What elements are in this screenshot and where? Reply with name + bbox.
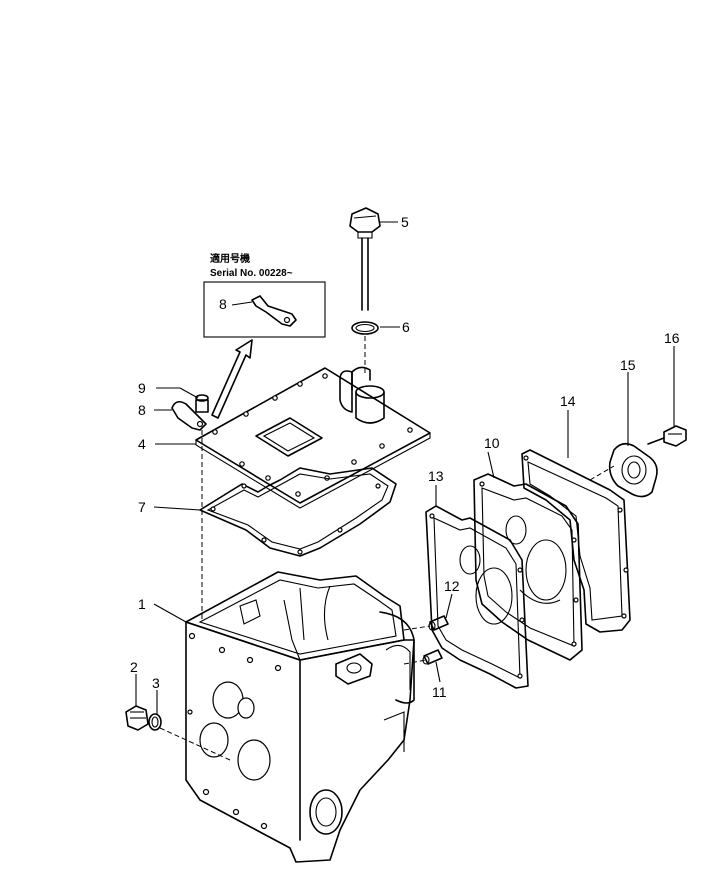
- callout-9: 9: [138, 380, 146, 396]
- flange-15: 15: [589, 357, 658, 498]
- serial-note-line1: 適用号機: [210, 252, 250, 265]
- gasket-14: 14: [521, 393, 631, 633]
- bracket-and-bolt: 9 8: [138, 380, 209, 620]
- callout-13: 13: [428, 468, 444, 484]
- callout-7: 7: [138, 499, 146, 515]
- inset-frame: [203, 281, 326, 338]
- plate-10: 10: [473, 435, 583, 661]
- o-ring-6: 6: [351, 319, 410, 376]
- callout-12: 12: [444, 578, 460, 594]
- gasket-7: 7: [138, 467, 397, 557]
- serial-inset: 適用号機 Serial No. 00228~ 8: [203, 252, 326, 338]
- level-gauge: 5: [349, 207, 409, 311]
- inset-arrow: [211, 339, 253, 419]
- gasket-13: 13: [425, 468, 529, 689]
- callout-4: 4: [138, 436, 146, 452]
- callout-8: 8: [138, 402, 146, 418]
- inset-bracket-icon: [251, 295, 297, 327]
- dowel-pins: 12 11: [403, 578, 460, 700]
- callout-11: 11: [432, 684, 447, 700]
- serial-note-line2: Serial No. 00228~: [210, 268, 293, 279]
- callout-8-inset: 8: [219, 296, 227, 312]
- callout-10: 10: [484, 435, 500, 451]
- callout-6: 6: [402, 319, 410, 335]
- cover-plate: 4: [138, 366, 431, 509]
- callout-3: 3: [152, 675, 160, 691]
- bolt-16: 16: [647, 330, 687, 447]
- callout-1: 1: [138, 596, 146, 612]
- drain-plug: 2 3: [125, 659, 162, 731]
- transmission-case: 1: [138, 571, 415, 863]
- callout-2: 2: [130, 659, 138, 675]
- callout-15: 15: [620, 357, 636, 373]
- callout-14: 14: [560, 393, 576, 409]
- callout-5: 5: [401, 214, 409, 230]
- callout-16: 16: [664, 330, 680, 346]
